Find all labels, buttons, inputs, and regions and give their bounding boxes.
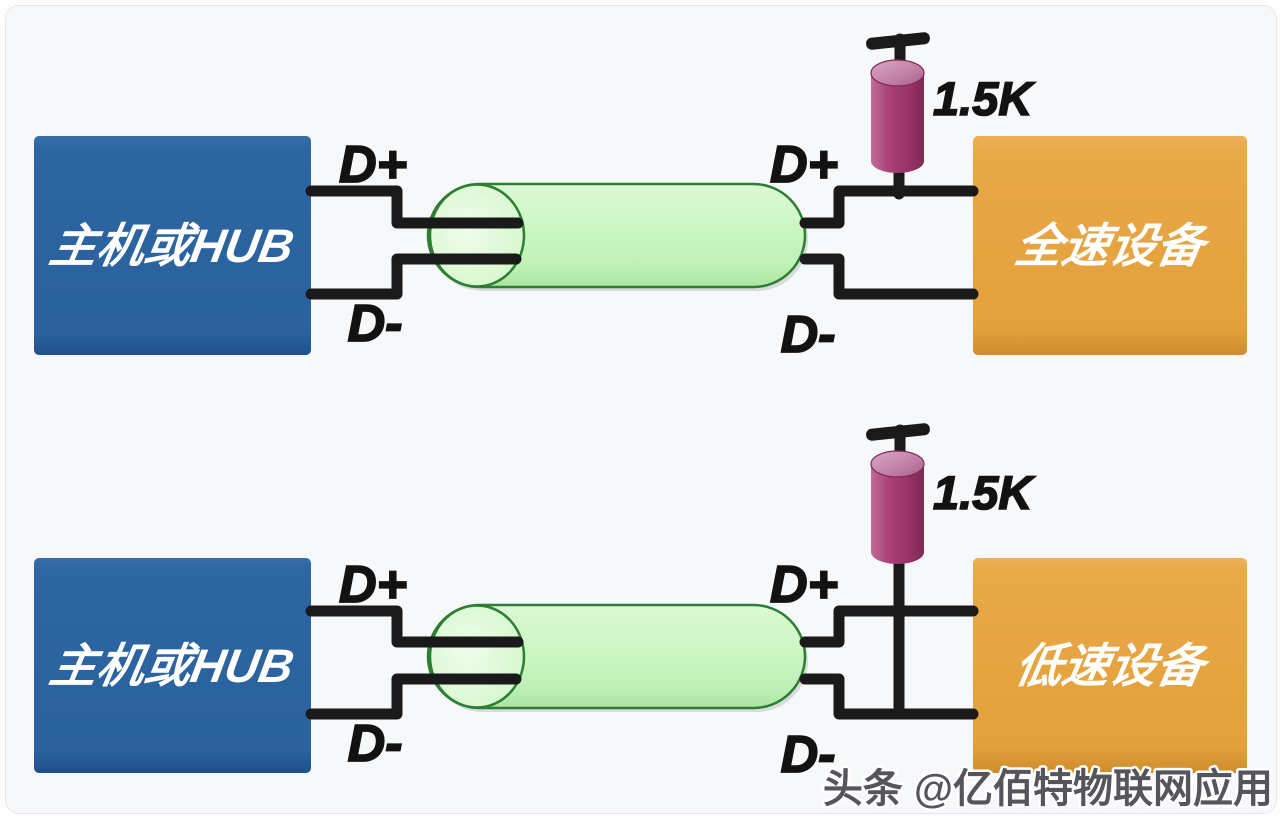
device-box-label: 全速设备 — [1011, 220, 1214, 273]
host-box-label: 主机或HUB — [46, 640, 298, 693]
device-label-group: 全速设备 — [1011, 220, 1214, 273]
diagram-card: D+ D- D+ D- 1.5K 主机或HUB 全速设备 D+ — [5, 5, 1277, 814]
vcc-bar — [866, 32, 930, 50]
vcc-symbol — [866, 32, 930, 50]
vcc-symbol — [866, 423, 930, 441]
vcc-bar — [866, 423, 930, 441]
device-box — [973, 136, 1247, 355]
wire-device-dminus — [799, 673, 979, 720]
cable-tube — [426, 603, 807, 710]
wire-device-dplus — [799, 605, 979, 648]
device-box — [973, 558, 1247, 773]
pullup-resistor-body — [871, 73, 924, 173]
pullup-resistor-body — [871, 464, 924, 564]
diagram-low-speed: D+ D- D+ D- 1.5K 主机或HUB 低速设备 — [34, 423, 1247, 785]
device-label-group: 低速设备 — [1011, 640, 1214, 693]
pullup-resistor-top — [870, 450, 925, 478]
diagram-full-speed: D+ D- D+ D- 1.5K 主机或HUB 全速设备 — [34, 32, 1247, 365]
label-host-dplus: D+ — [339, 136, 407, 194]
label-device-dminus: D- — [781, 726, 836, 784]
host-label-group: 主机或HUB — [46, 220, 298, 273]
wire-host-dminus — [305, 673, 522, 720]
label-device-dplus: D+ — [770, 136, 838, 194]
cable-tube — [426, 182, 807, 289]
device-box-label: 低速设备 — [1011, 640, 1214, 693]
wire-host-dplus — [305, 605, 524, 648]
wire-device-dplus — [799, 185, 979, 229]
label-resistor-value: 1.5K — [933, 72, 1035, 125]
label-host-dminus: D- — [348, 715, 403, 773]
wire-device-dminus — [799, 253, 979, 300]
label-resistor-value: 1.5K — [933, 466, 1035, 519]
cable-opening — [428, 604, 526, 709]
watermark: 头条 @亿佰特物联网应用 — [823, 767, 1273, 811]
host-label-group: 主机或HUB — [46, 640, 298, 693]
label-host-dminus: D- — [348, 295, 403, 353]
wire-host-dminus — [305, 253, 522, 300]
label-device-dminus: D- — [781, 306, 836, 364]
host-box — [34, 558, 311, 773]
label-device-dplus: D+ — [770, 556, 838, 614]
usb-pullup-diagram: D+ D- D+ D- 1.5K 主机或HUB 全速设备 D+ — [34, 32, 1276, 813]
host-box-label: 主机或HUB — [46, 220, 298, 273]
wire-host-dplus — [305, 185, 524, 229]
cable-opening — [428, 183, 526, 288]
host-box — [34, 136, 311, 355]
pullup-resistor-top — [870, 59, 925, 87]
label-host-dplus: D+ — [339, 556, 407, 614]
